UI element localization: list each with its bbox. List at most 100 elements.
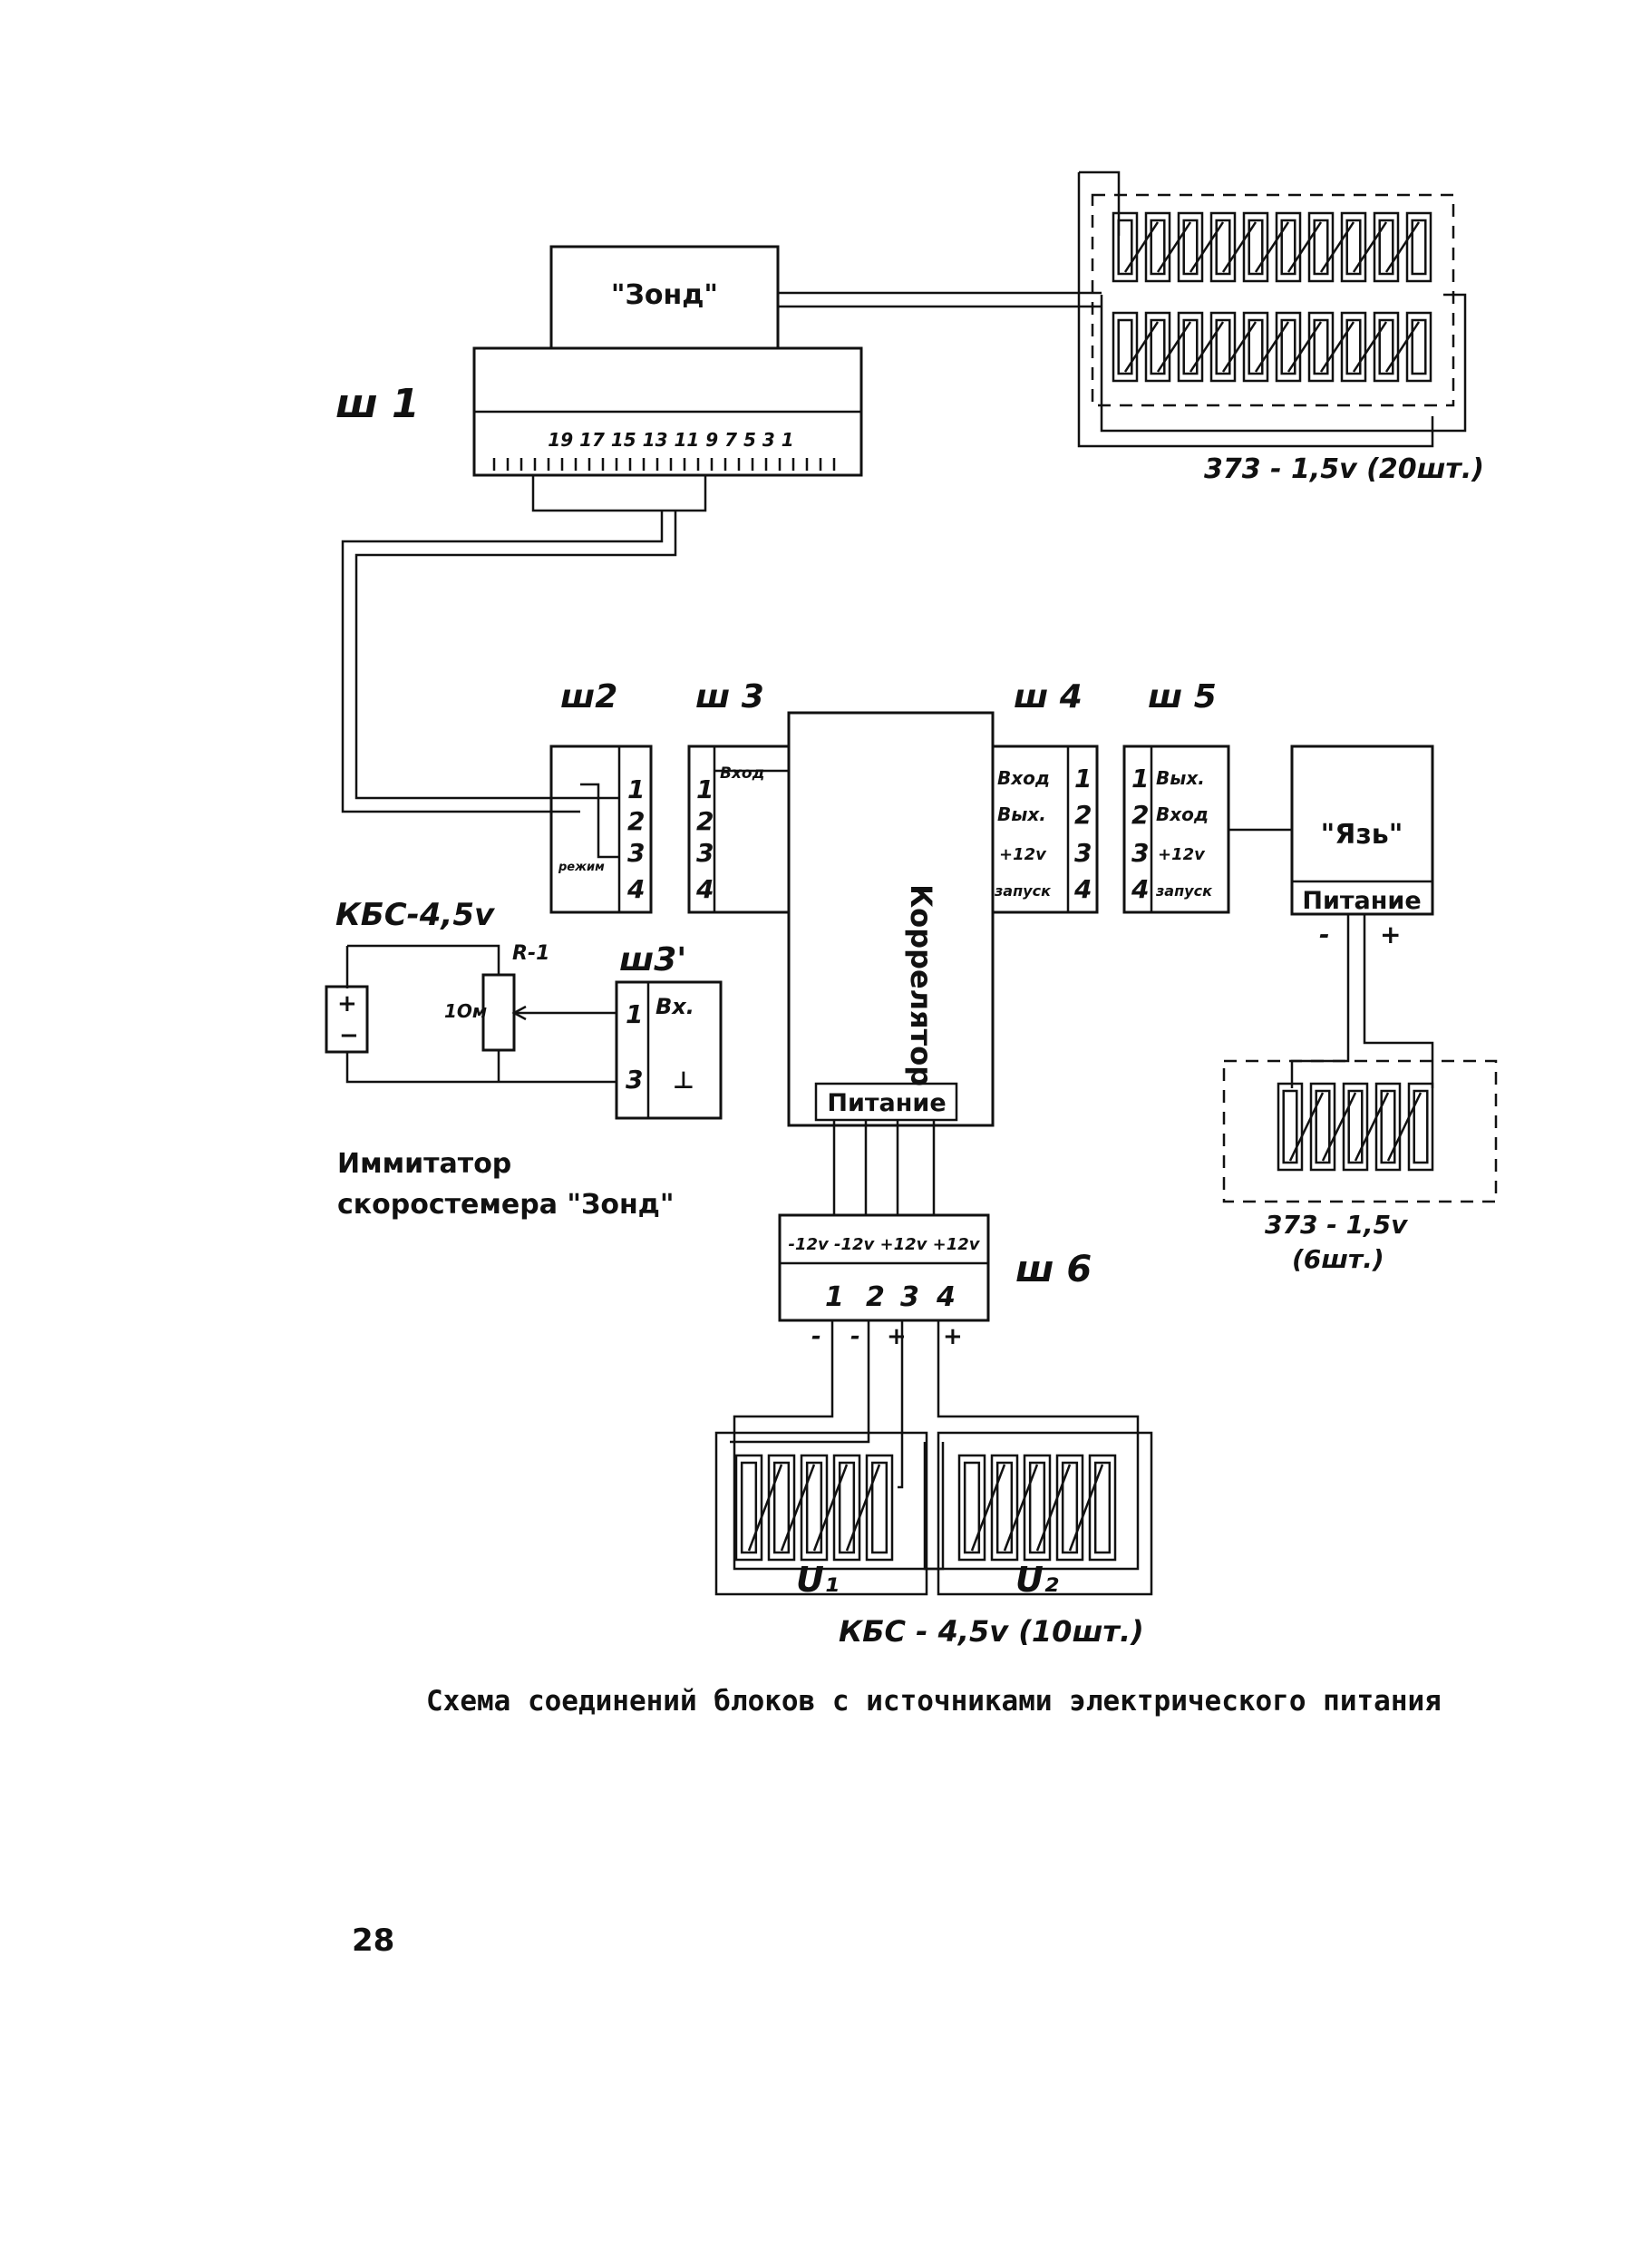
correlator-label: Коррелятор (904, 884, 938, 1086)
sh6-rails: -12v -12v +12v +12v (788, 1235, 980, 1254)
battery-cell (1342, 1082, 1369, 1172)
sh2-pin-2: 2 (627, 806, 645, 836)
battery-row-right (1277, 1082, 1434, 1172)
connector-sh3-prime: ш3' 1 3 Вх. ⊥ (615, 941, 723, 1120)
sh6-label: ш 6 (1015, 1249, 1092, 1290)
battery-cell-body (1345, 318, 1362, 375)
battery-cell (865, 1454, 894, 1562)
battery-cell-body (1280, 219, 1296, 276)
sh4-pin-1: 1 (1074, 764, 1092, 793)
diagram-caption: Схема соединений блоков с источниками эл… (426, 1685, 1442, 1718)
cable-correlator-sh6 (832, 1120, 936, 1215)
battery-cell (957, 1454, 986, 1562)
battery-cell-body (1093, 1461, 1112, 1554)
battery-cell-body (870, 1461, 888, 1554)
cable-zond-battery (778, 291, 1102, 308)
battery-cell (1277, 1082, 1304, 1172)
sh5-pin-3: 3 (1131, 838, 1149, 868)
cable-sh1-sh2 (341, 475, 707, 813)
sh5-signal-2: Вход (1156, 803, 1209, 825)
sh4-pin-4: 4 (1073, 874, 1092, 904)
resistor-label: R-1 (512, 942, 549, 965)
battery-cell-body (1313, 318, 1329, 375)
sh5-pin-4: 4 (1131, 874, 1149, 904)
battery-cell-body (1150, 219, 1166, 276)
battery-cell (1405, 311, 1432, 383)
sh4-label: ш 4 (1014, 678, 1083, 715)
sh5-pin-1: 1 (1131, 764, 1149, 793)
connector-sh5: ш 5 1 2 3 4 Вых. Вход +12v запуск (1122, 678, 1292, 914)
battery-banks-bottom: U₁ U₂ КБС - 4,5v (10шт.) (714, 1320, 1153, 1649)
sh3-label: ш 3 (695, 678, 764, 715)
yaz-minus: - (1319, 920, 1330, 949)
battery-cell-body (1280, 318, 1296, 375)
battery-bottom-label: КБС - 4,5v (10шт.) (839, 1614, 1144, 1649)
battery-cell-body (1378, 219, 1394, 276)
battery-row-1 (1112, 211, 1432, 283)
battery-cell (1405, 211, 1432, 283)
yaz-plus: + (1380, 920, 1401, 949)
battery-cell (1307, 211, 1335, 283)
battery-cell-body (1347, 1089, 1364, 1164)
battery-cell (1309, 1082, 1336, 1172)
yaz-power-label: Питание (1302, 887, 1421, 915)
simulator-source-label: КБС-4,5v (335, 897, 496, 933)
sh4-signal-3: +12v (999, 845, 1047, 864)
battery-cell (1209, 211, 1237, 283)
battery-cell-body (1378, 318, 1394, 375)
sh6-pin-1: 1 (825, 1281, 844, 1313)
series-wiring (747, 1464, 881, 1552)
battery-bank-u1 (734, 1454, 894, 1562)
battery-cell-body (1150, 318, 1166, 375)
series-wiring (1123, 221, 1421, 273)
battery-cell (1242, 311, 1269, 383)
correlator-block: Коррелятор Питание (787, 711, 995, 1127)
battery-cell-body (995, 1461, 1014, 1554)
battery-row-2 (1112, 311, 1432, 383)
sh3p-ground: ⊥ (673, 1067, 694, 1095)
battery-cell (1144, 311, 1171, 383)
sh5-signal-1: Вых. (1156, 767, 1205, 789)
simulator-source-plus: + (337, 990, 357, 1017)
battery-right-label: 373 - 1,5v (1265, 1210, 1408, 1240)
battery-cell-body (1215, 318, 1231, 375)
sh5-signal-4: запуск (1155, 882, 1213, 900)
sh2-label: ш2 (560, 678, 617, 715)
battery-cell (1275, 311, 1302, 383)
correlator-power-label: Питание (827, 1089, 946, 1117)
battery-cell (1088, 1454, 1117, 1562)
connector-sh3: ш 3 1 2 3 4 Вход (687, 678, 791, 914)
battery-right-count: (6шт.) (1292, 1244, 1384, 1274)
sh3-pin-4: 4 (695, 874, 714, 904)
battery-cell (1340, 311, 1367, 383)
battery-cell (1023, 1454, 1052, 1562)
resistor-value: 1Ом (444, 1000, 487, 1022)
battery-cell-body (1345, 219, 1362, 276)
battery-cell-body (1248, 219, 1264, 276)
battery-cell (1340, 211, 1367, 283)
sh6-pin-2: 2 (866, 1281, 885, 1313)
battery-cell-body (772, 1461, 791, 1554)
battery-cell (1307, 311, 1335, 383)
battery-cell (990, 1454, 1019, 1562)
sh5-signal-3: +12v (1158, 845, 1206, 864)
battery-cell (1112, 311, 1139, 383)
battery-cell (832, 1454, 861, 1562)
battery-cell-body (1315, 1089, 1331, 1164)
sh2-side-label: режим (558, 861, 605, 874)
battery-cell-body (1282, 1089, 1298, 1164)
sh6-pol-4: + (943, 1323, 963, 1350)
sh1-pins: 19 17 15 13 11 9 7 5 3 1 (548, 429, 793, 451)
battery-cell (1407, 1082, 1434, 1172)
connector-sh4: ш 4 Вход Вых. +12v запуск 1 2 3 4 (991, 678, 1099, 914)
simulator: КБС-4,5v + − R-1 1Ом Иммитатор скоростем… (325, 897, 675, 1221)
simulator-title-2: скоростемера "Зонд" (337, 1189, 675, 1221)
series-wiring (970, 1464, 1104, 1552)
battery-cell (1373, 211, 1400, 283)
sh4-pin-2: 2 (1074, 800, 1092, 830)
sh4-pin-3: 3 (1074, 838, 1092, 868)
battery-cell (1275, 211, 1302, 283)
u1-label: U₁ (796, 1560, 840, 1600)
connector-sh6: -12v -12v +12v +12v 1 2 3 4 ш 6 - - + + (778, 1213, 1092, 1350)
